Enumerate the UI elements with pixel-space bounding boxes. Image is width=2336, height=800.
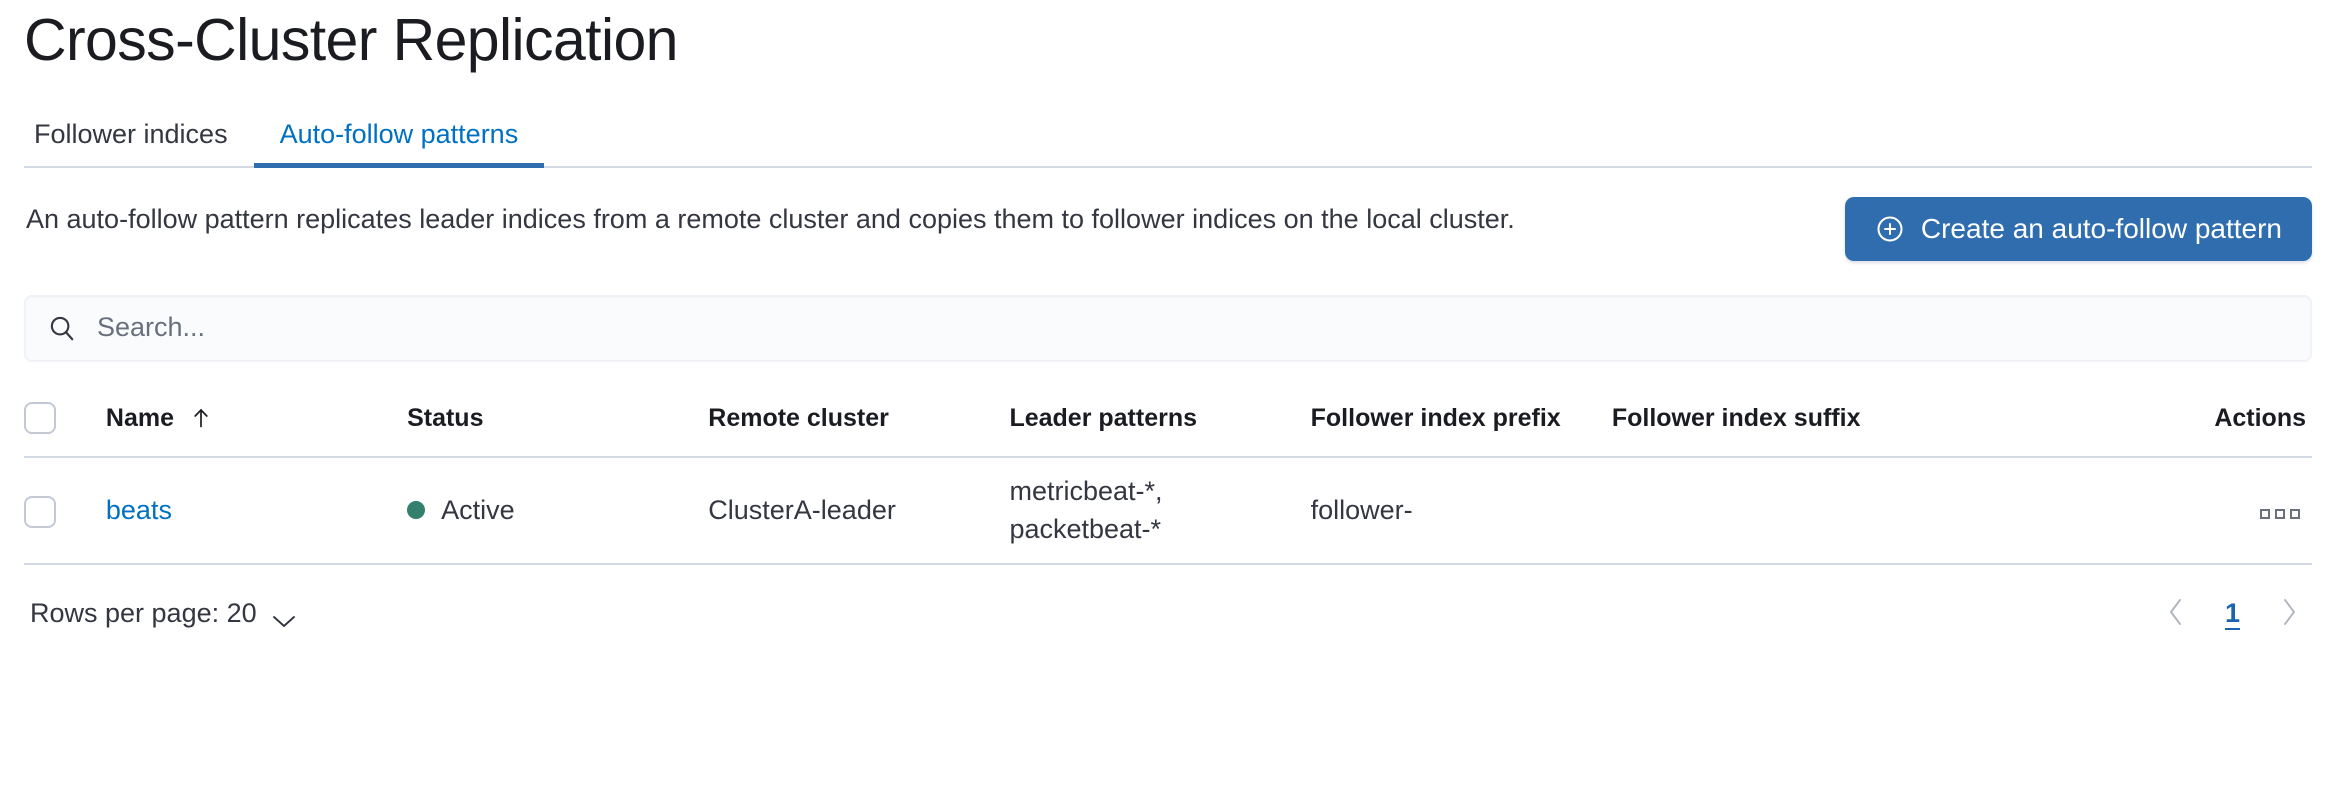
column-header-actions: Actions xyxy=(2060,400,2312,458)
column-header-follower-index-prefix: Follower index prefix xyxy=(1310,400,1612,458)
three-dots-icon[interactable] xyxy=(2254,501,2306,527)
cell-remote-cluster: ClusterA-leader xyxy=(708,456,1010,565)
tab-auto-follow-patterns[interactable]: Auto-follow patterns xyxy=(253,120,545,168)
table-footer: Rows per page: 20 1 xyxy=(24,591,2312,636)
pattern-name-link[interactable]: beats xyxy=(105,495,172,526)
column-header-follower-index-suffix: Follower index suffix xyxy=(1611,400,2061,458)
table-header: Name Status Remote cluster Leader patter… xyxy=(24,400,2312,458)
pagination: 1 xyxy=(2159,591,2306,636)
cell-follower-index-prefix: follower- xyxy=(1310,456,1612,565)
column-header-name[interactable]: Name xyxy=(105,400,408,458)
row-select-cell xyxy=(24,456,106,565)
search-bar[interactable] xyxy=(24,294,2312,361)
chevron-down-icon xyxy=(271,605,297,628)
table-row: beats Active ClusterA-leader metricbeat-… xyxy=(24,456,2312,565)
column-header-name-label: Name xyxy=(105,403,174,432)
column-header-leader-patterns: Leader patterns xyxy=(1009,400,1311,458)
status-label: Active xyxy=(441,495,515,526)
chevron-right-icon xyxy=(2280,597,2298,630)
arrow-up-icon xyxy=(191,407,211,429)
pagination-next-button[interactable] xyxy=(2272,591,2306,636)
create-auto-follow-pattern-button[interactable]: Create an auto-follow pattern xyxy=(1844,196,2312,261)
cell-actions xyxy=(2060,456,2312,565)
rows-per-page-select[interactable]: Rows per page: 20 xyxy=(30,598,297,629)
pagination-prev-button[interactable] xyxy=(2159,591,2193,636)
table-header-row: Name Status Remote cluster Leader patter… xyxy=(24,400,2312,458)
column-header-remote-cluster: Remote cluster xyxy=(708,400,1010,458)
dot-1 xyxy=(2260,509,2270,520)
dot-2 xyxy=(2275,509,2285,520)
select-all-checkbox[interactable] xyxy=(24,402,56,435)
plus-in-circle-icon xyxy=(1875,214,1905,244)
status-dot-icon xyxy=(407,501,426,520)
column-header-status: Status xyxy=(407,400,709,458)
tab-bar: Follower indices Auto-follow patterns xyxy=(24,102,2312,168)
chevron-left-icon xyxy=(2167,597,2185,630)
cell-name: beats xyxy=(105,456,408,565)
cell-status: Active xyxy=(407,456,709,565)
cell-follower-index-suffix xyxy=(1611,456,2061,565)
tab-follower-indices[interactable]: Follower indices xyxy=(24,120,254,166)
pagination-page-1[interactable]: 1 xyxy=(2215,594,2250,633)
table-body: beats Active ClusterA-leader metricbeat-… xyxy=(24,456,2312,565)
cell-leader-patterns: metricbeat-*, packetbeat-* xyxy=(1009,456,1311,565)
search-icon xyxy=(47,313,77,343)
rows-per-page-label: Rows per page: 20 xyxy=(30,597,257,628)
create-button-label: Create an auto-follow pattern xyxy=(1920,212,2282,244)
intro-description: An auto-follow pattern replicates leader… xyxy=(26,203,1515,234)
page-title: Cross-Cluster Replication xyxy=(24,7,678,73)
search-input[interactable] xyxy=(97,312,2289,344)
select-all-header xyxy=(24,400,106,458)
intro-section: An auto-follow pattern replicates leader… xyxy=(24,196,2312,261)
auto-follow-patterns-table: Name Status Remote cluster Leader patter… xyxy=(24,400,2312,565)
dot-3 xyxy=(2290,509,2300,520)
row-checkbox[interactable] xyxy=(24,495,56,528)
